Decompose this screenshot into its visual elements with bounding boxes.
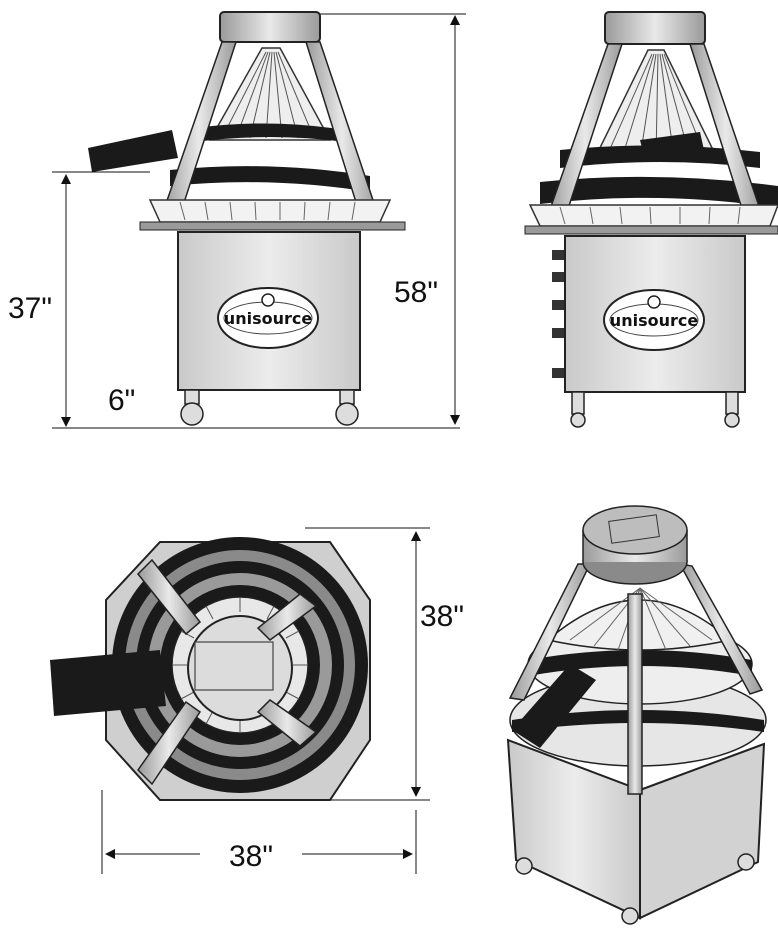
iso-casters (515, 853, 755, 925)
front-logo-text: unisource (224, 309, 313, 328)
front-height-label: 37" (8, 292, 52, 325)
front-overall-height-dimension (320, 13, 466, 425)
side-table-top (524, 225, 778, 235)
side-view: unisource (524, 11, 778, 428)
top-chute (50, 650, 166, 716)
side-belt-upper (560, 145, 760, 168)
front-overall-height-label: 58" (394, 276, 438, 309)
front-belt-middle (170, 166, 370, 192)
side-logo-text: unisource (610, 311, 699, 330)
front-height-dimension (52, 171, 460, 429)
top-depth-dimension (305, 527, 430, 801)
front-chute (88, 130, 178, 172)
side-top-cap (604, 11, 706, 45)
top-frame-arms (136, 558, 318, 786)
front-logo: unisource (217, 287, 319, 349)
front-casters (180, 389, 359, 426)
side-feet (570, 391, 740, 428)
front-view: unisource 37" 58" 6" (8, 11, 466, 429)
front-cone-ribs (221, 51, 315, 139)
top-cap-panel (194, 641, 274, 691)
top-depth-label: 38" (420, 600, 464, 633)
front-belt-upper (195, 123, 345, 142)
side-bottom-tray (528, 204, 778, 227)
iso-chute (512, 664, 596, 748)
iso-cabinet-left (506, 738, 641, 920)
top-width-dimension (101, 790, 417, 874)
side-chute (640, 132, 704, 156)
top-width-label: 38" (229, 840, 273, 873)
front-top-cap (219, 11, 321, 43)
iso-top-cap (582, 505, 688, 555)
top-view: 38" 38" (50, 527, 464, 874)
front-frame (160, 41, 380, 216)
front-offset-label: 6" (108, 384, 135, 417)
side-controls (552, 250, 564, 378)
iso-cabinet-right (639, 742, 766, 920)
side-belt-lower (540, 176, 778, 208)
side-logo: unisource (603, 289, 705, 351)
front-table-top (139, 221, 406, 231)
isometric-view (506, 505, 767, 925)
